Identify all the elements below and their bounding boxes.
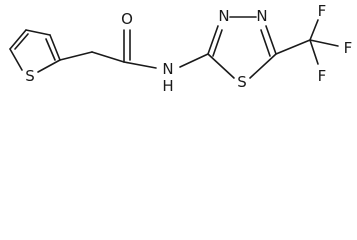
atom-n-ring-right: N	[256, 7, 267, 25]
atom-f-top: F	[318, 2, 327, 20]
bond-carbonyl-n	[123, 61, 157, 69]
atom-n-ring-left: N	[218, 7, 229, 25]
bond-c5-cf3	[275, 39, 311, 55]
bond-ch2-carbonyl	[91, 51, 125, 63]
bond-cf3-f-top	[309, 19, 319, 41]
atom-f-bottom: F	[318, 67, 327, 85]
bond-thiadiazole-c2-n3-double	[212, 29, 223, 57]
bond-n-c2-thiadiazole	[179, 53, 209, 68]
atom-s-thiadiazole: S	[237, 73, 247, 91]
molecule-drawing: S O N H N N S F F F	[9, 2, 353, 95]
bond-thiophene-c2-s	[37, 59, 61, 73]
atom-f-right: F	[344, 39, 353, 57]
bond-cf3-f-bottom	[309, 39, 319, 65]
bond-thiophene-c5-c4-double	[14, 33, 29, 50]
bond-thiophene-c3-c2-double	[45, 38, 56, 61]
atom-n-amide: N	[162, 60, 173, 78]
bond-thiophene-s-c5	[9, 48, 23, 71]
bond-c2-ch2	[59, 51, 93, 61]
bond-thiadiazole-n4-c5-double	[260, 29, 271, 57]
bond-thiadiazole-c2-n3	[207, 25, 219, 55]
bond-thiophene-c5-c4	[9, 29, 27, 50]
bond-thiophene-c4-c3	[25, 29, 51, 36]
bond-thiadiazole-s-c2	[207, 53, 235, 79]
atom-o-carbonyl: O	[121, 10, 133, 28]
bond-thiophene-c3-c2	[49, 34, 61, 61]
structure-diagram: S O N H N N S F F F	[0, 0, 357, 97]
bond-thiadiazole-c5-s	[249, 53, 277, 79]
bond-cf3-f-right	[309, 39, 339, 47]
atom-h-amide: H	[162, 77, 173, 95]
atom-s-thiophene: S	[25, 67, 35, 85]
bond-thiadiazole-n4-c5	[265, 25, 277, 55]
